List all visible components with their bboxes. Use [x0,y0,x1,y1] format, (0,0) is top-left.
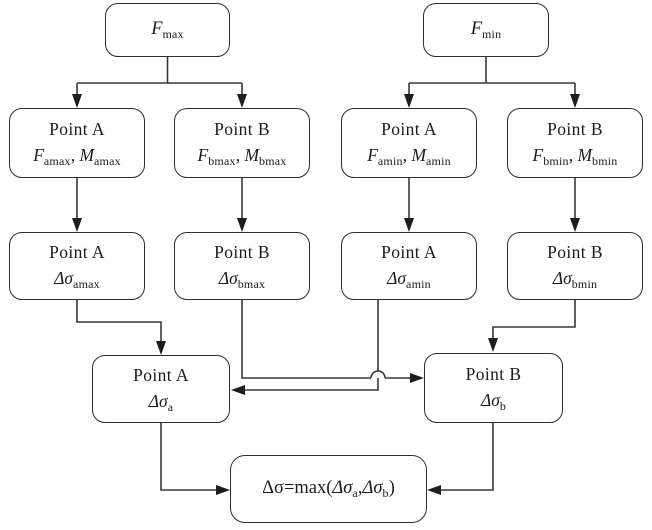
node-formula: Famin, Mamin [367,145,451,169]
node-title: Point A [49,241,105,262]
node-point-a-fmin: Point A Famin, Mamin [341,108,477,178]
connector-dsa-result [160,423,216,491]
node-ds-amin: Point A Δσamin [341,232,477,300]
arrowhead-dsa-top [156,341,166,355]
node-formula: Δσbmin [552,268,598,292]
node-point-b-fmin: Point B Fbmin, Mbmin [507,108,643,178]
node-title: Point B [547,118,603,139]
arrowhead-result-left [216,485,230,495]
connector-row2-row3 [76,178,576,219]
arrowhead-dsb-top [488,338,498,352]
node-ds-bmax: Point B Δσbmax [174,232,310,300]
node-formula: Fbmax, Mbmax [197,145,287,169]
node-result: Δσ=max(Δσa,Δσb) [230,455,427,523]
node-ds-bmin: Point B Δσbmin [507,232,643,300]
node-formula: Δσbmax [218,268,266,292]
node-title: Point B [547,241,603,262]
node-formula: Δσamax [54,268,100,292]
connector-dsamin-dsa [245,300,379,391]
arrowhead-col3 [404,218,414,232]
connector-fmax-split [76,57,243,96]
arrowhead-col4 [570,218,580,232]
node-point-b-fmax: Point B Fbmax, Mbmax [174,108,310,178]
node-title: Point A [381,118,437,139]
arrowhead-col1 [72,218,82,232]
arrowhead-fmin-b [570,94,580,108]
fmin-label: Fmin [470,19,502,42]
arrowhead-fmax-b [237,94,247,108]
arrowhead-dsa-right [231,385,245,395]
node-formula: Δσa [148,391,174,415]
node-title: Point B [214,118,270,139]
fmax-label: Fmax [151,19,184,42]
node-ds-b: Point B Δσb [424,353,563,423]
node-fmax: Fmax [105,3,230,57]
arrowhead-result-right [427,485,441,495]
node-formula: Famax, Mamax [33,145,121,169]
node-title: Point A [49,118,105,139]
arrowhead-fmax-a [72,94,82,108]
line-jump-hop [370,370,386,379]
connector-dsamax-dsa [76,300,162,342]
node-fmin: Fmin [423,3,549,57]
node-ds-amax: Point A Δσamax [9,232,145,300]
connector-dsb-result [441,423,494,491]
node-title: Point A [381,241,437,262]
connector-fmin-split [408,57,576,96]
connector-dsbmax-dsb [241,300,410,379]
arrowhead-fmin-a [404,94,414,108]
node-point-a-fmax: Point A Famax, Mamax [9,108,145,178]
node-formula: Δσamin [387,268,431,292]
node-title: Point A [133,364,189,385]
connector-dsbmin-dsb [492,300,576,339]
node-formula: Δσb [480,390,507,414]
result-formula: Δσ=max(Δσa,Δσb) [262,478,395,501]
arrowhead-dsb-left [410,373,424,383]
node-title: Point B [465,363,522,384]
node-title: Point B [214,241,270,262]
node-formula: Fbmin, Mbmin [532,145,618,169]
node-ds-a: Point A Δσa [92,355,230,423]
arrowhead-col2 [237,218,247,232]
